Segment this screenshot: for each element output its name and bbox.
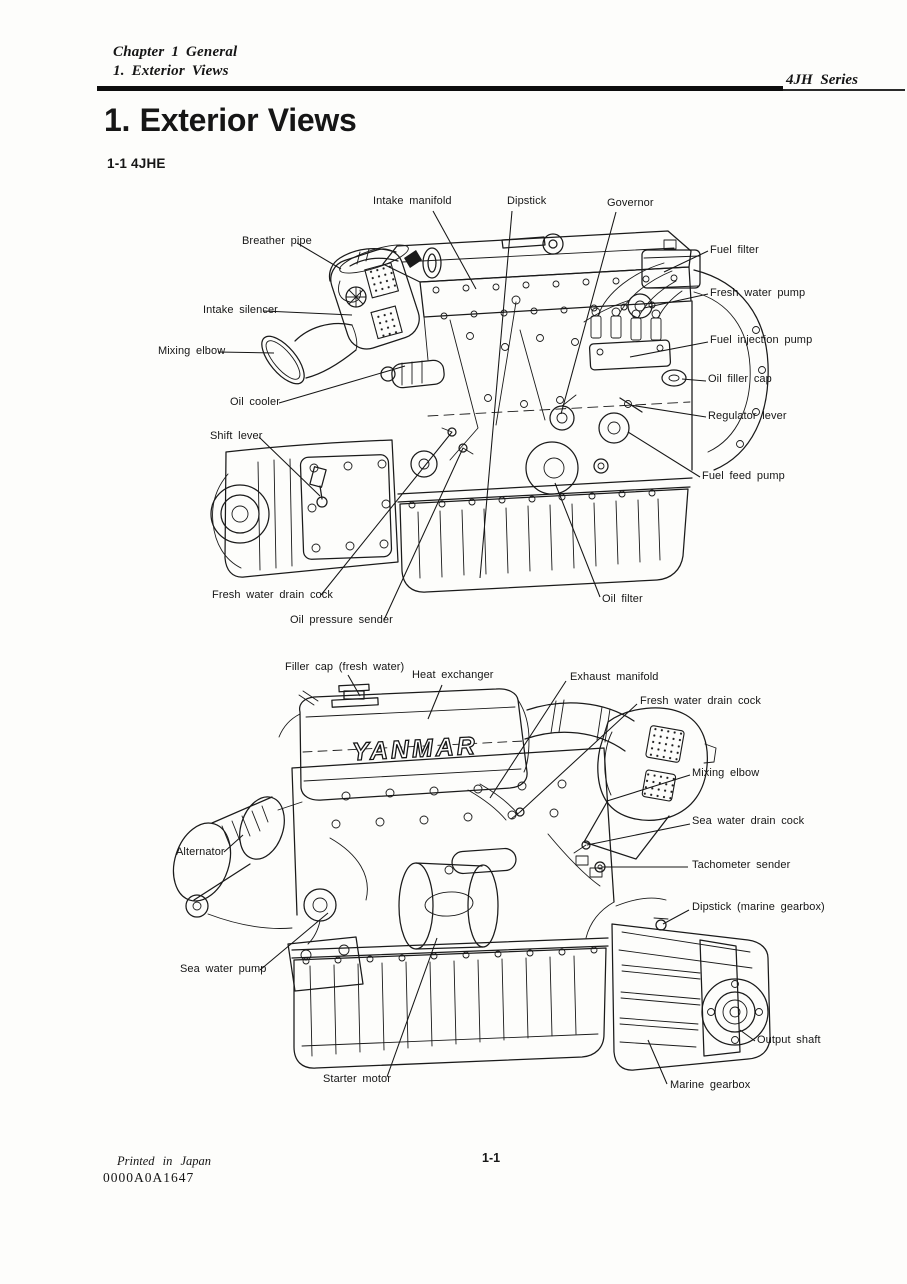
engine-1-illustration [210, 230, 769, 593]
part-label-alternator: Alternator [176, 846, 225, 858]
part-label-governor: Governor [607, 197, 654, 209]
leader-line [383, 447, 464, 621]
diagram1-leader-lines [217, 210, 709, 621]
header-series-label: 4JH Series [786, 72, 858, 88]
footer-doc-code: 0000A0A1647 [103, 1170, 195, 1185]
leader-line [554, 482, 601, 598]
leader-line [586, 823, 691, 846]
part-label-sea-water-pump: Sea water pump [180, 963, 267, 975]
heat-exchanger-art: YANMAR [278, 683, 530, 801]
leader-line [217, 351, 275, 354]
subsection-heading: 1-1 4JHE [107, 156, 166, 171]
starter-motor-art [398, 847, 517, 950]
part-label-filler-cap-fresh-water: Filler cap (fresh water) [285, 661, 405, 673]
part-label-starter-motor: Starter motor [323, 1073, 391, 1085]
part-label-dipstick-marine-gearbox: Dipstick (marine gearbox) [692, 901, 825, 913]
part-label-tachometer-sender: Tachometer sender [692, 859, 791, 871]
part-label-intake-manifold: Intake manifold [373, 195, 452, 207]
leader-line [432, 210, 477, 290]
leader-line [479, 210, 513, 579]
leader-line [347, 674, 361, 697]
leader-line [427, 684, 443, 720]
leader-line [258, 436, 321, 497]
leader-line [386, 937, 438, 1078]
footer-page-number: 1-1 [482, 1151, 501, 1165]
leader-line [278, 365, 406, 404]
part-label-dipstick: Dipstick [507, 195, 547, 207]
part-label-mixing-elbow: Mixing elbow [158, 345, 226, 357]
part-label-oil-pressure-sender: Oil pressure sender [290, 614, 393, 626]
header-rule [97, 86, 783, 91]
leader-line [606, 774, 691, 802]
leader-line [663, 250, 709, 273]
leader-line [489, 680, 567, 799]
sea-water-pump-art [287, 888, 364, 992]
leader-line [662, 909, 690, 925]
part-label-breather-pipe: Breather pipe [242, 235, 312, 247]
part-label-intake-silencer: Intake silencer [203, 304, 278, 316]
leader-line [739, 1029, 756, 1042]
leader-line [629, 341, 709, 358]
leader-line [629, 404, 707, 418]
diagram2-leader-lines [223, 674, 756, 1085]
part-label-oil-filler-cap: Oil filler cap [708, 373, 772, 385]
leader-line [681, 378, 707, 382]
yanmar-logo: YANMAR [351, 732, 478, 767]
mixing-elbow-2-art [583, 707, 717, 860]
part-label-exhaust-manifold: Exhaust manifold [570, 671, 659, 683]
leader-line [223, 834, 244, 853]
mixing-elbow-art [261, 322, 358, 385]
header-section: 1. Exterior Views [113, 63, 229, 79]
part-label-fuel-filter: Fuel filter [710, 244, 759, 256]
header-chapter: Chapter 1 General [113, 44, 238, 60]
part-label-marine-gearbox: Marine gearbox [670, 1079, 751, 1091]
intake-silencer-art [330, 244, 422, 350]
leader-line [560, 211, 617, 415]
part-label-output-shaft: Output shaft [757, 1034, 821, 1046]
footer-printed-in: Printed in Japan [117, 1154, 212, 1168]
part-label-regulator-lever: Regulator lever [708, 410, 787, 422]
alternator-art [172, 796, 303, 929]
part-label-fresh-water-drain-cock: Fresh water drain cock [640, 695, 761, 707]
part-label-mixing-elbow: Mixing elbow [692, 767, 760, 779]
part-label-shift-lever: Shift lever [210, 430, 263, 442]
leader-line [296, 242, 342, 270]
leader-line [647, 1039, 668, 1085]
engine-2-illustration: YANMAR [172, 683, 771, 1071]
leader-line [519, 703, 638, 813]
leader-line [627, 431, 701, 478]
gearbox-art [210, 439, 399, 578]
leader-line [259, 912, 329, 971]
part-label-fresh-water-pump: Fresh water pump [710, 287, 806, 299]
header-rule-thin [783, 89, 905, 91]
leader-line [263, 310, 353, 316]
part-label-sea-water-drain-cock: Sea water drain cock [692, 815, 805, 827]
part-label-fuel-injection-pump: Fuel injection pump [710, 334, 813, 346]
leader-line [643, 293, 709, 309]
leader-line [320, 431, 453, 596]
part-label-oil-filter: Oil filter [602, 593, 643, 605]
part-label-fresh-water-drain-cock: Fresh water drain cock [212, 589, 333, 601]
marine-gearbox-art [585, 897, 771, 1071]
page-title: 1. Exterior Views [104, 102, 357, 138]
part-label-oil-cooler: Oil cooler [230, 396, 280, 408]
part-label-fuel-feed-pump: Fuel feed pump [702, 470, 785, 482]
part-label-heat-exchanger: Heat exchanger [412, 669, 494, 681]
